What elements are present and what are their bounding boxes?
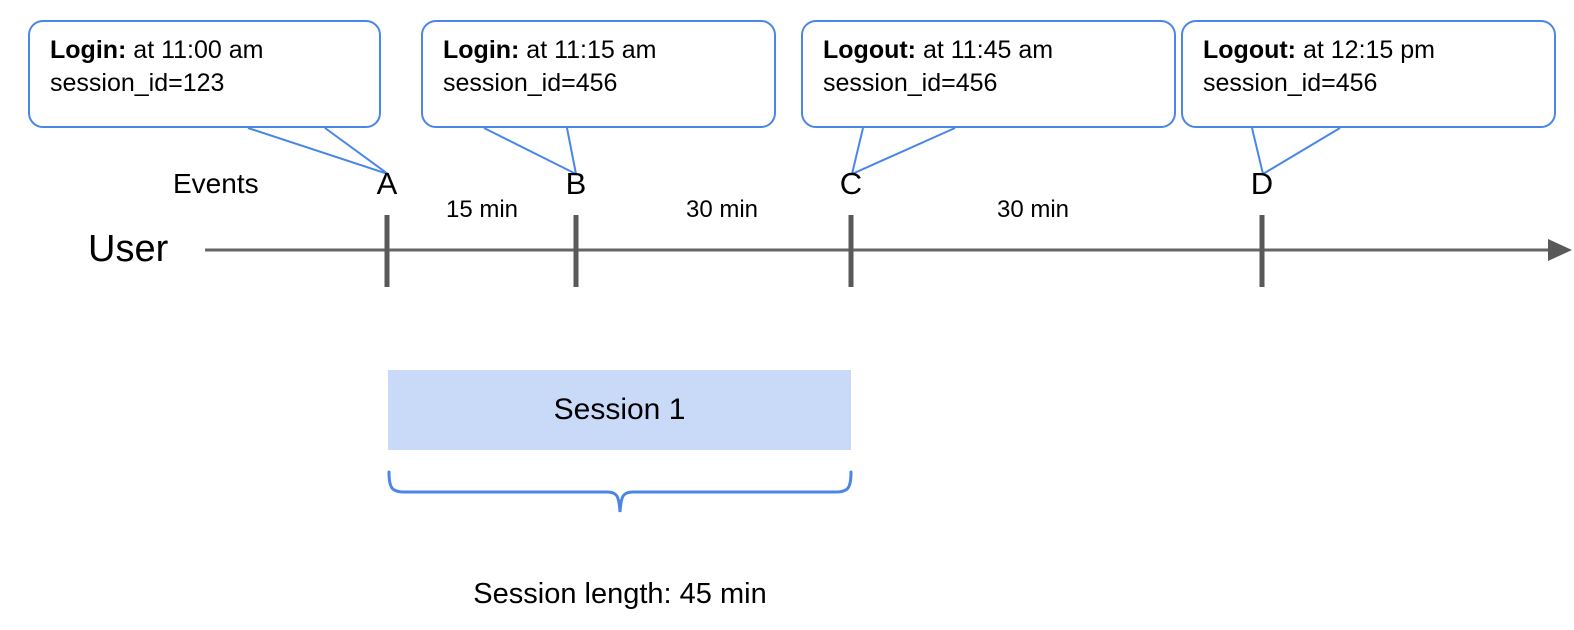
- event-callout-b-session: session_id=456: [443, 69, 618, 97]
- interval-label-b-c: 30 min: [685, 196, 759, 223]
- event-callout-b-line1: Login: at 11:15 am: [443, 36, 656, 64]
- event-callout-c-session: session_id=456: [823, 69, 998, 97]
- leader-tail-d: [1251, 127, 1341, 176]
- event-callout-b[interactable]: Login: at 11:15 am session_id=456: [421, 20, 776, 128]
- lane-label-events: Events: [173, 168, 259, 199]
- event-callout-a-line1: Login: at 11:00 am: [50, 36, 263, 64]
- event-callout-c-time: at 11:45 am: [916, 36, 1054, 64]
- session-bar[interactable]: Session 1: [388, 370, 851, 450]
- event-callout-d-session: session_id=456: [1203, 69, 1378, 97]
- session-span-brace: [387, 470, 853, 513]
- event-callout-d[interactable]: Logout: at 12:15 pm session_id=456: [1181, 20, 1556, 128]
- session-bar-label: Session 1: [553, 393, 686, 426]
- tick-label-a: A: [376, 166, 398, 201]
- event-callout-b-time: at 11:15 am: [519, 36, 657, 64]
- leader-tail-a: [247, 127, 389, 175]
- timeline-arrowhead: [1548, 239, 1572, 261]
- leader-tail-b: [483, 127, 578, 176]
- event-callout-c[interactable]: Logout: at 11:45 am session_id=456: [801, 20, 1176, 128]
- event-callout-a[interactable]: Login: at 11:00 am session_id=123: [28, 20, 381, 128]
- leader-tail-c: [850, 127, 956, 176]
- lane-label-user: User: [88, 228, 169, 270]
- tick-label-c: C: [839, 166, 863, 201]
- tick-label-b: B: [565, 166, 587, 201]
- event-callout-a-session: session_id=123: [50, 69, 225, 97]
- event-callout-a-action: Login:: [50, 36, 127, 64]
- event-callout-c-action: Logout:: [823, 36, 917, 64]
- event-callout-d-time: at 12:15 pm: [1296, 36, 1435, 64]
- interval-label-a-b: 15 min: [445, 196, 519, 223]
- interval-label-c-d: 30 min: [996, 196, 1070, 223]
- tick-label-d: D: [1250, 166, 1274, 201]
- event-callout-a-time: at 11:00 am: [126, 36, 264, 64]
- event-callout-c-line1: Logout: at 11:45 am: [823, 36, 1053, 64]
- session-length-caption: Session length: 45 min: [473, 578, 767, 610]
- event-callout-d-line1: Logout: at 12:15 pm: [1203, 36, 1435, 64]
- event-callout-d-action: Logout:: [1203, 36, 1297, 64]
- event-callout-b-action: Login:: [443, 36, 520, 64]
